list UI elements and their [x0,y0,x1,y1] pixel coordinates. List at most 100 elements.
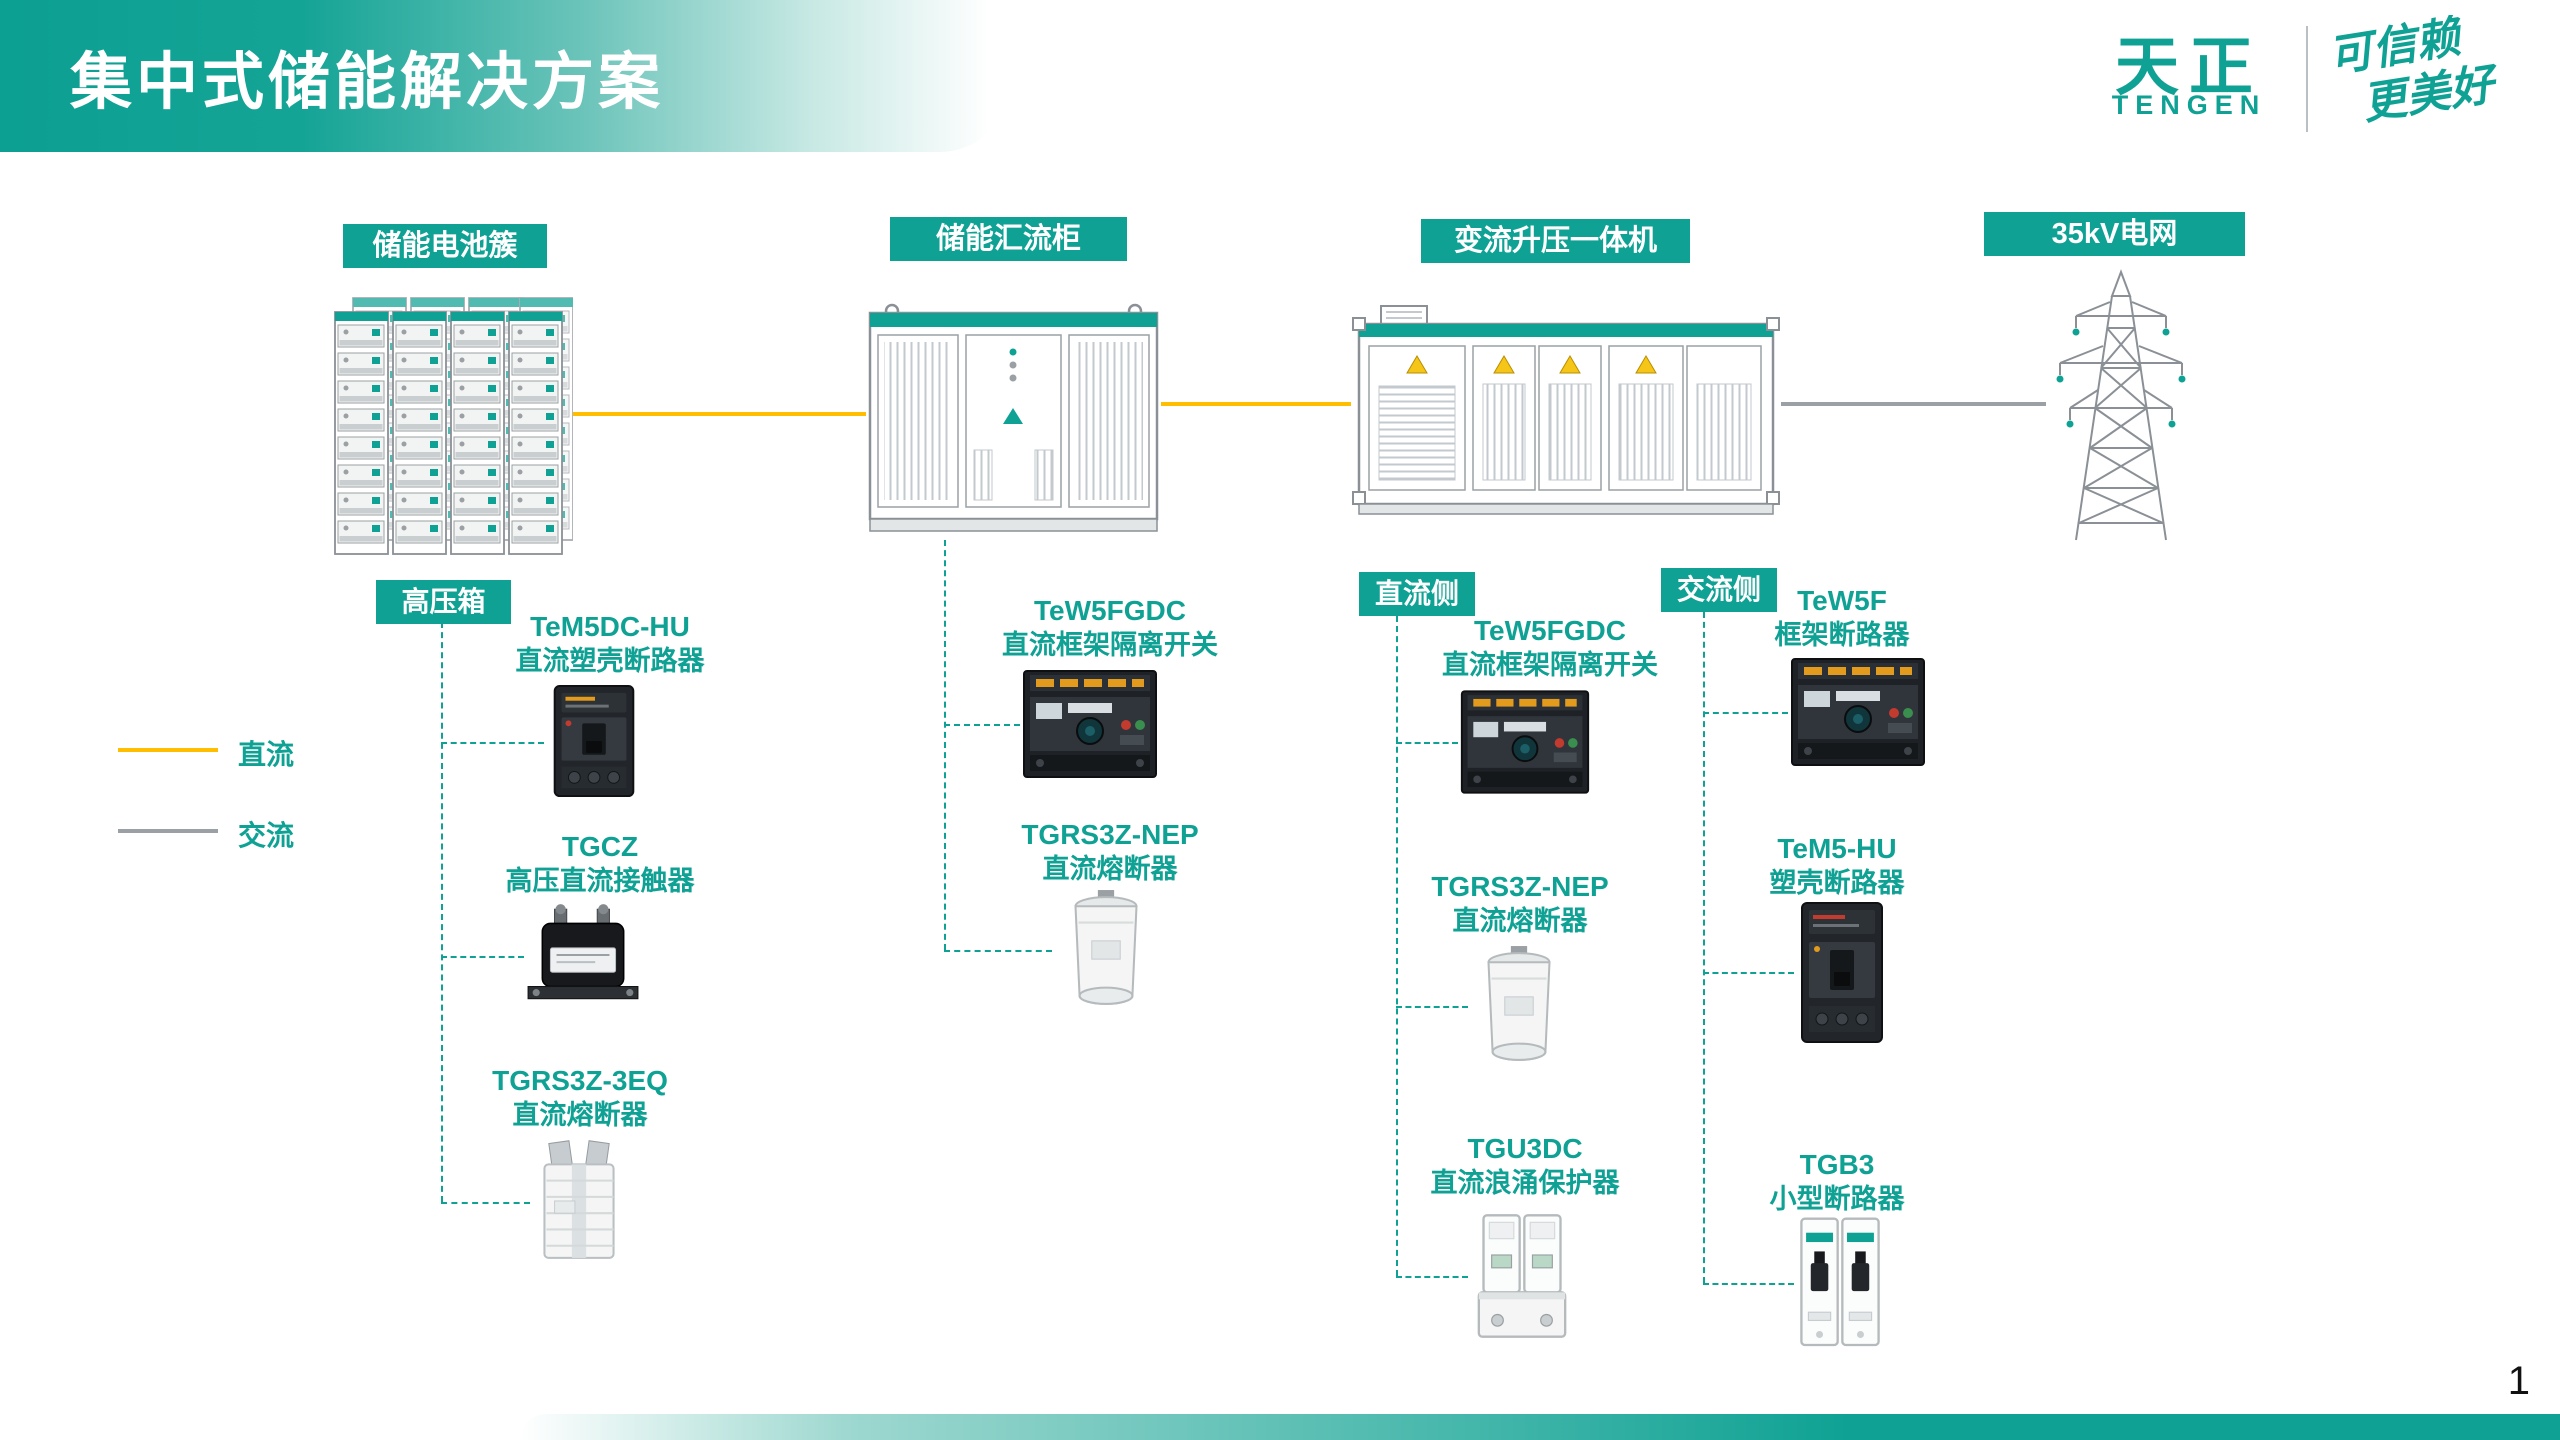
product-name: 直流塑壳断路器 [515,646,705,677]
legend-ac-line [118,829,218,833]
combiner-cabinet-icon [868,303,1159,532]
product-name: 直流浪涌保护器 [1430,1168,1620,1199]
mccb-dc-icon [553,684,635,798]
tree2-branch-2 [944,950,1052,952]
product-name: 直流熔断器 [1452,906,1588,937]
product-name: 高压直流接触器 [505,866,695,897]
product-image-tgrs3z-nep-dcside [1468,944,1570,1068]
product-label-tew5fgdc-combiner: TeW5FGDC 直流框架隔离开关 [955,594,1265,663]
product-image-tew5f [1788,652,1928,772]
cylindrical-fuse-icon [1487,946,1551,1061]
surge-protector-icon [1477,1214,1567,1338]
mcb-icon [1800,1217,1880,1347]
product-model: TeW5FGDC [1034,595,1186,626]
square-fuse-icon [543,1140,615,1259]
grid-tower-icon [2056,269,2186,541]
product-label-tem5-hu: TeM5-HU 塑壳断路器 [1727,832,1947,901]
product-image-tem5-hu [1794,900,1890,1045]
product-model: TGCZ [561,831,639,862]
tree3-branch-2 [1396,1006,1468,1008]
product-model: TeM5DC-HU [530,611,690,642]
label-battery-cluster: 储能电池簇 [343,224,547,268]
tree1-branch-1 [441,742,544,744]
product-model: TGU3DC [1467,1133,1583,1164]
tree3-branch-3 [1396,1276,1468,1278]
tree3-vertical-line [1396,616,1398,1276]
product-name: 塑壳断路器 [1769,868,1905,899]
product-image-tem5dc-hu [544,684,644,800]
battery-rack-illustration [323,287,573,559]
product-name: 框架断路器 [1774,620,1910,651]
tree3-branch-1 [1396,742,1458,744]
tree4-branch-2 [1703,972,1794,974]
product-label-tgrs3z-3eq: TGRS3Z-3EQ 直流熔断器 [440,1064,720,1133]
tag-ac-side: 交流侧 [1661,568,1777,612]
product-name: 小型断路器 [1769,1184,1905,1215]
label-converter-unit: 变流升压一体机 [1421,219,1690,263]
product-label-tew5fgdc-dcside: TeW5FGDC 直流框架隔离开关 [1400,614,1700,683]
product-image-tew5fgdc-combiner [1020,664,1160,784]
combiner-cabinet-illustration [866,300,1161,540]
brand-name: 天正 [2115,31,2263,103]
frame-switch-icon [1023,670,1157,778]
grid-tower-illustration [2046,268,2196,553]
product-image-tgrs3z-3eq [530,1140,628,1264]
product-name: 直流框架隔离开关 [1442,650,1658,681]
converter-container-icon [1352,305,1780,515]
converter-container-illustration [1351,300,1781,532]
tree1-branch-3 [441,1202,530,1204]
legend-dc-label: 直流 [238,739,295,770]
label-35kv-grid: 35kV电网 [1984,212,2245,256]
dc-connection-battery-combiner [573,412,866,416]
tag-high-voltage-box: 高压箱 [376,580,511,624]
tree1-branch-2 [441,956,524,958]
product-label-tew5f: TeW5F 框架断路器 [1742,584,1942,653]
tree1-vertical-line [441,622,443,1202]
tree2-branch-1 [944,724,1020,726]
product-model: TGRS3Z-3EQ [492,1065,668,1096]
legend-ac-label: 交流 [238,820,295,851]
product-model: TeW5F [1797,585,1887,616]
logo-divider [2306,26,2308,132]
brand-wordmark: TENGEN [2111,90,2267,120]
product-model: TeM5-HU [1777,833,1897,864]
product-label-tgrs3z-nep-dcside: TGRS3Z-NEP 直流熔断器 [1385,870,1655,939]
product-label-tgu3dc: TGU3DC 直流浪涌保护器 [1385,1132,1665,1201]
product-model: TGRS3Z-NEP [1431,871,1609,902]
product-model: TGRS3Z-NEP [1021,819,1199,850]
product-label-tgb3: TGB3 小型断路器 [1727,1148,1947,1217]
tree4-branch-1 [1703,712,1788,714]
tag-dc-side: 直流侧 [1359,572,1475,616]
product-label-tgcz: TGCZ 高压直流接触器 [460,830,740,899]
tree4-vertical-line [1703,612,1705,1283]
product-model: TeW5FGDC [1474,615,1626,646]
label-combiner-cabinet: 储能汇流柜 [890,217,1127,261]
tree4-branch-3 [1703,1283,1794,1285]
legend-dc-line [118,748,218,752]
tree2-vertical-line [944,540,946,950]
product-image-tew5fgdc-dcside [1458,684,1592,800]
cylindrical-fuse-icon [1074,890,1138,1005]
dc-connection-combiner-converter [1161,402,1351,406]
mccb-icon [1801,902,1883,1043]
page-number: 1 [2507,1359,2530,1403]
footer-bar [520,1414,2560,1440]
brand-slogan: 可信赖 更美好 [2325,1,2539,135]
product-model: TGB3 [1799,1149,1875,1180]
product-image-tgu3dc [1468,1206,1576,1346]
product-name: 直流熔断器 [512,1100,648,1131]
product-image-tgrs3z-nep-combiner [1052,888,1160,1012]
ac-connection-converter-grid [1781,402,2046,406]
product-name: 直流框架隔离开关 [1002,630,1218,661]
frame-breaker-icon [1791,658,1925,766]
battery-rack-icon [323,287,573,559]
product-label-tem5dc-hu: TeM5DC-HU 直流塑壳断路器 [470,610,750,679]
product-name: 直流熔断器 [1042,854,1178,885]
page-title: 集中式储能解决方案 [70,48,665,117]
title-banner: 集中式储能解决方案 [0,0,1010,152]
product-image-tgcz [524,902,642,1010]
product-label-tgrs3z-nep-combiner: TGRS3Z-NEP 直流熔断器 [975,818,1245,887]
frame-switch-icon [1460,690,1590,794]
product-image-tgb3 [1794,1214,1886,1352]
